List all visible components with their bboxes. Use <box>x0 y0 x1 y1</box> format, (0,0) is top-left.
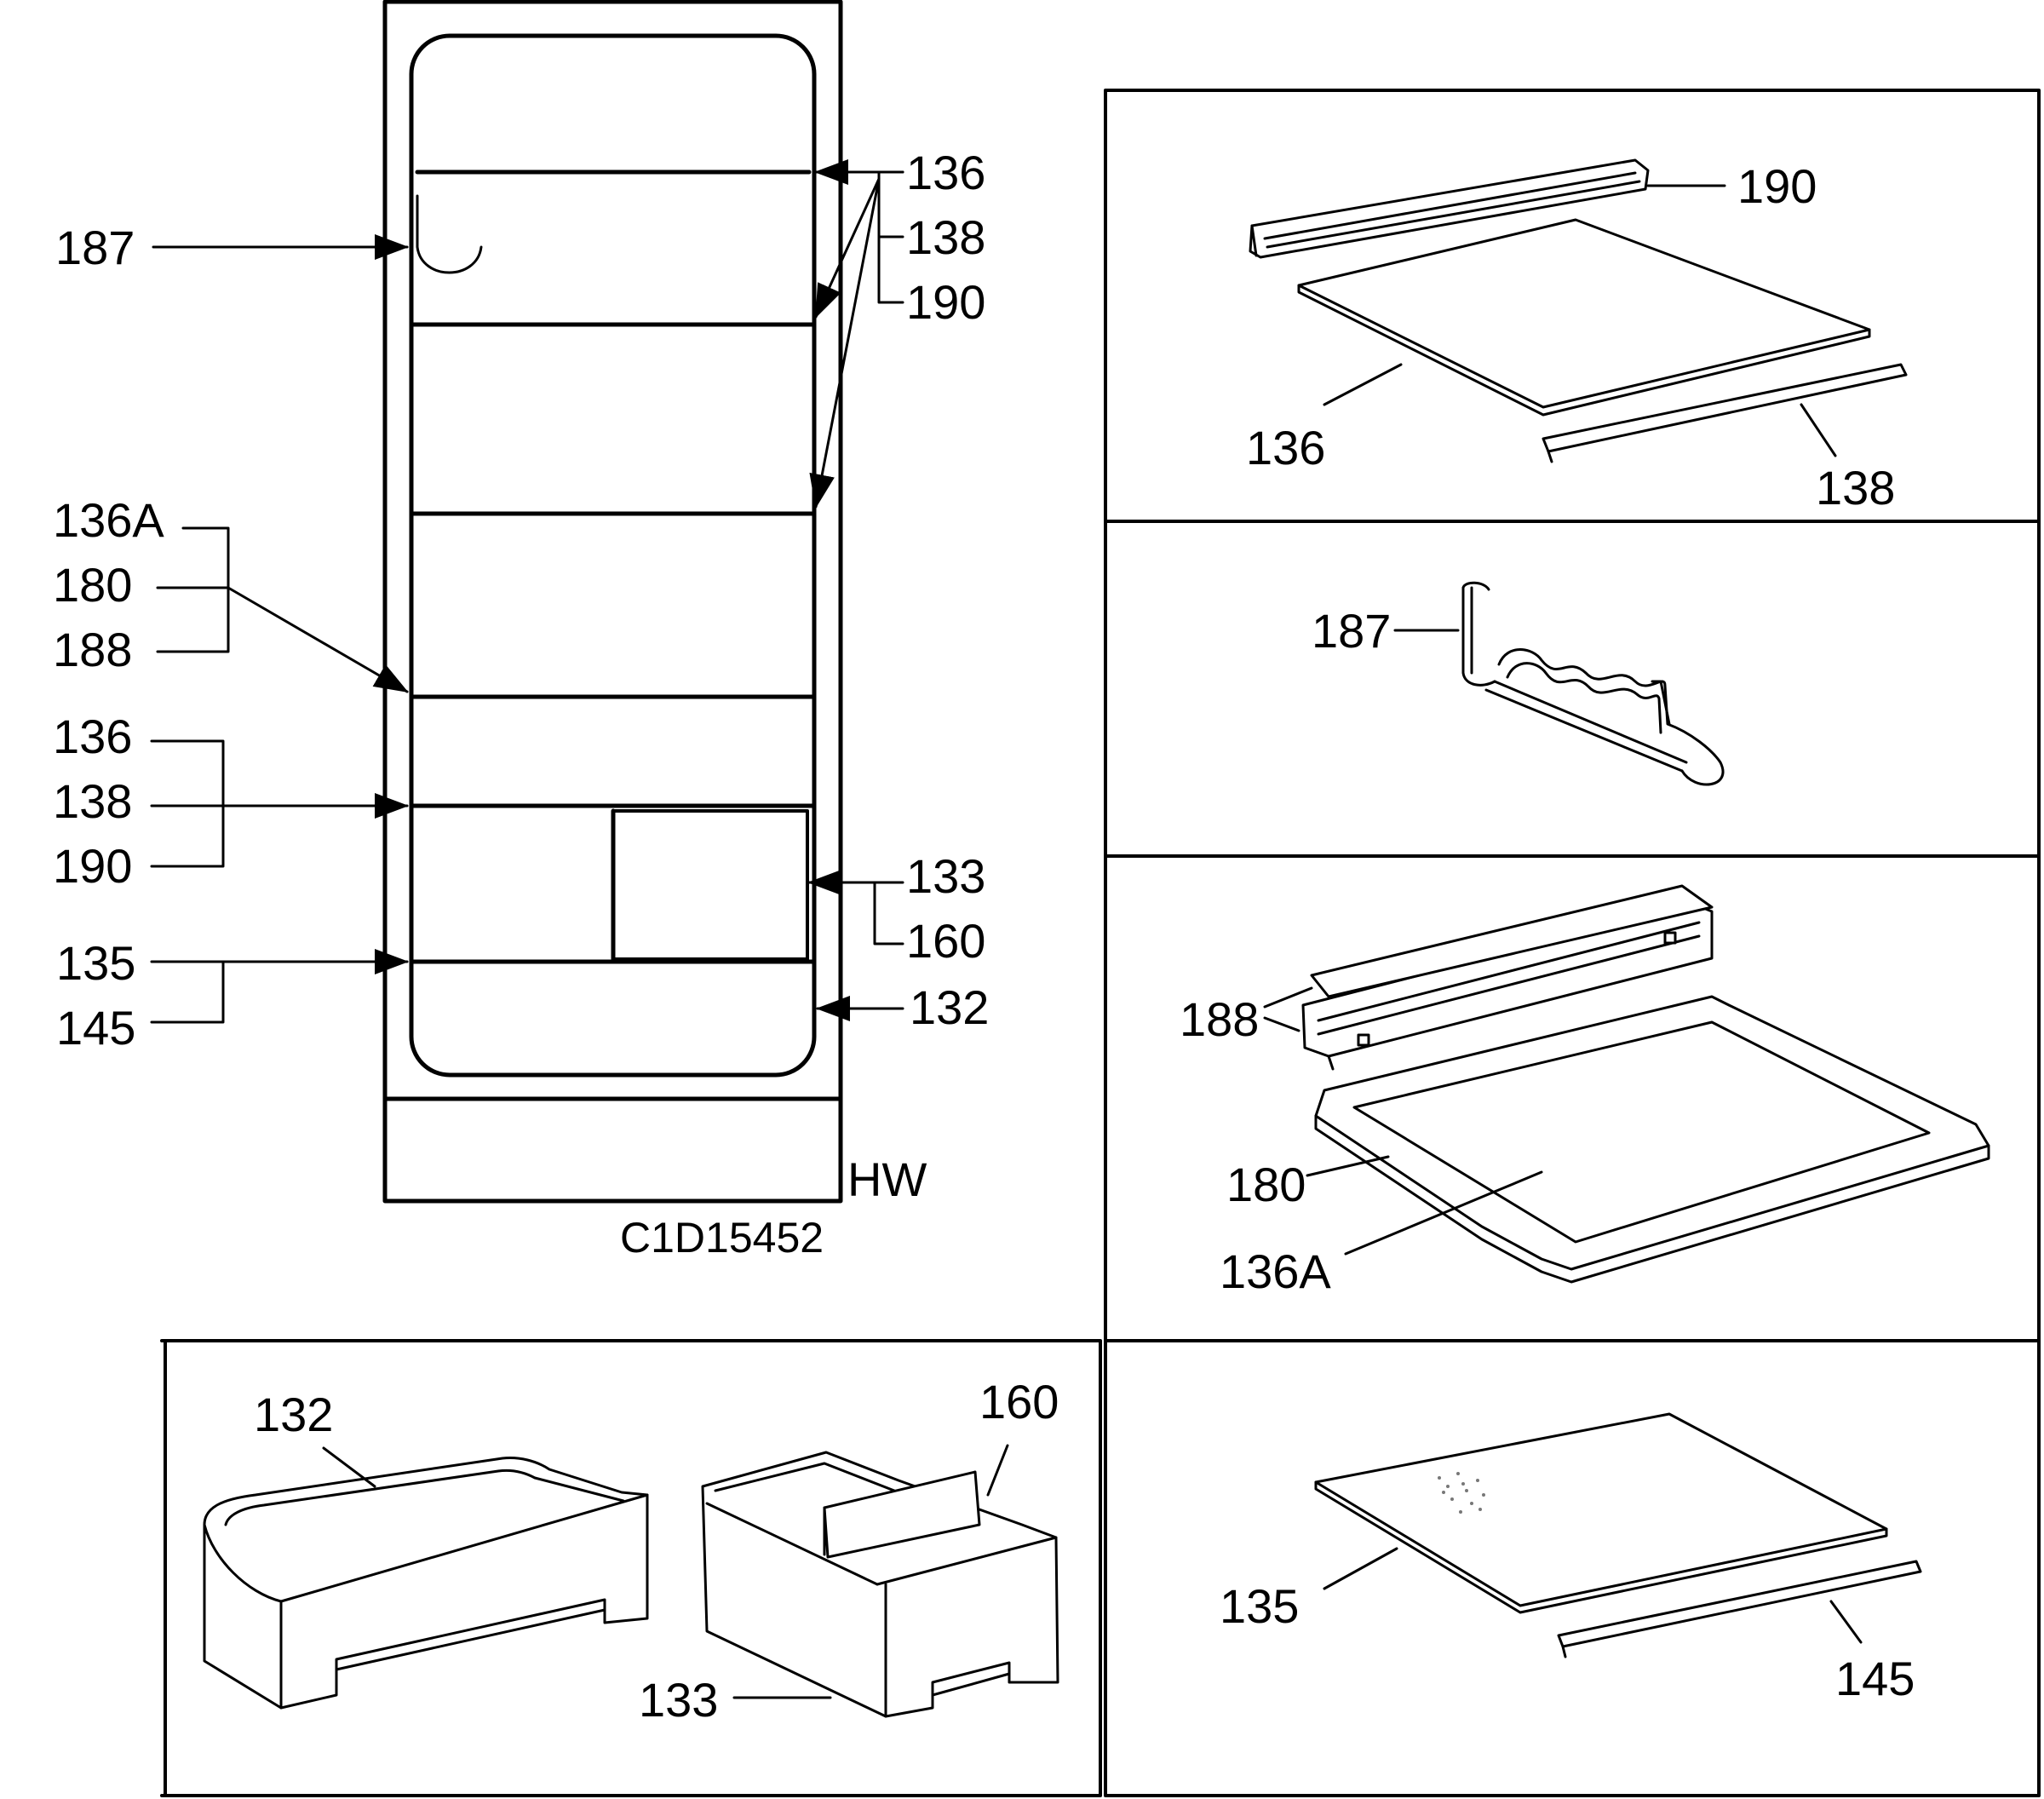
label-136-main-right: 136 <box>906 146 985 199</box>
glass-texture-dots <box>1438 1472 1485 1514</box>
label-138-main-left: 138 <box>53 774 132 828</box>
label-188-frame: 188 <box>1180 992 1259 1046</box>
panel-shelf-136 <box>1249 158 1908 463</box>
label-135-glass: 135 <box>1220 1579 1299 1633</box>
panel-rack-187 <box>1393 581 1725 786</box>
cabinet-front-view <box>382 0 843 1204</box>
label-135-main: 135 <box>56 936 135 990</box>
label-190-main-left: 190 <box>53 839 132 893</box>
label-160-main: 160 <box>906 914 985 968</box>
label-145-main: 145 <box>56 1001 135 1055</box>
label-180-main: 180 <box>53 558 132 612</box>
label-136-shelf: 136 <box>1246 421 1325 474</box>
label-190-shelf: 190 <box>1737 159 1817 213</box>
label-160-drawer: 160 <box>979 1375 1059 1428</box>
drawing-code: C1D15452 <box>620 1214 824 1262</box>
label-132-main: 132 <box>910 980 989 1034</box>
label-136a-frame: 136A <box>1220 1244 1331 1298</box>
label-136a-main: 136A <box>53 493 164 547</box>
label-180-frame: 180 <box>1226 1158 1306 1211</box>
label-136-main-left: 136 <box>53 710 132 763</box>
panel-frame-136a <box>1263 884 1990 1284</box>
label-145-glass: 145 <box>1835 1652 1915 1705</box>
label-188-main: 188 <box>53 623 132 676</box>
label-138-main-right: 138 <box>906 210 985 264</box>
label-190-main-right: 190 <box>906 275 985 329</box>
panel-glass-135 <box>1314 1412 1922 1658</box>
label-133-main: 133 <box>906 849 985 903</box>
label-187-rack: 187 <box>1312 604 1391 658</box>
label-138-shelf: 138 <box>1816 461 1895 514</box>
label-133-drawer: 133 <box>639 1673 718 1727</box>
cabinet-leaders-left <box>150 234 409 1024</box>
panel-frames <box>160 89 2041 1797</box>
cabinet-leaders-right <box>807 159 904 1021</box>
panel-drawers <box>203 1444 1059 1718</box>
label-hw: HW <box>847 1152 927 1206</box>
label-187-main: 187 <box>55 221 135 274</box>
label-132-drawer: 132 <box>254 1388 333 1441</box>
